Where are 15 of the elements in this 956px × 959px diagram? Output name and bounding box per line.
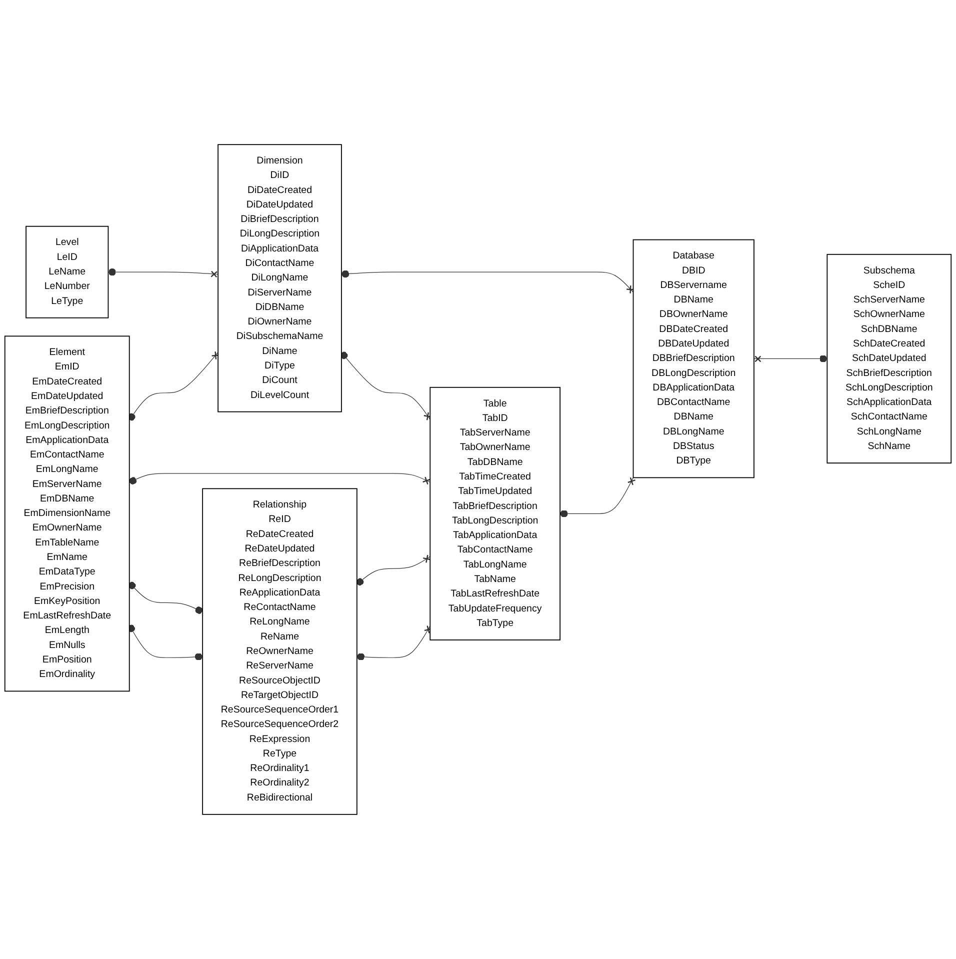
connector	[341, 270, 635, 294]
node-box: Database DBID DBServername DBName DBOwnerName DBDateCreated DBDateUpdated DBBriefDescription DBLongDescription DBApplicationData DBContactName DBName DBLongName DBStatus DBType	[632, 239, 754, 478]
node-box: Table TabID TabServerName TabOwnerName TabDBName TabTimeCreated TabTimeUpdated TabBriefDescription TabLongDescription TabApplicationData TabContactName TabLongName TabName TabLastRefreshDate TabUpdateFrequency TabType	[430, 386, 560, 640]
node-box: Level LeID LeName LeNumber LeType	[26, 226, 109, 318]
node-box: Subschema ScheID SchServerName SchOwnerName SchDBName SchDateCreated SchDateUpdated SchBriefDescription SchLongDescription SchApplicationData SchContactName SchLongName SchName	[826, 254, 952, 464]
connector	[128, 624, 203, 660]
node-box: Dimension DiID DiDateCreated DiDateUpdated DiBriefDescription DiLongDescription DiApplicationData DiContactName DiLongName DiServerName DiDBName DiOwnerName DiSubschemaName DiName DiType DiCount DiLevelCount	[218, 144, 342, 412]
node-box: Relationship ReID ReDateCreated ReDateUpdated ReBriefDescription ReLongDescription ReApplicationData ReContactName ReLongName ReName ReOwnerName ReServerName ReSourceObjectID ReTargetObjectID ReSourceSequenceOrder1 ReSourceSequenceOrder2 ReExpression ReType ReOrdinality1 ReOrdinality2 ReBidirectional	[202, 488, 358, 815]
connector	[560, 476, 636, 518]
connector	[356, 554, 432, 586]
node-box: Element EmID EmDateCreated EmDateUpdated EmBriefDescription EmLongDescription EmApplicationData EmContactName EmLongName EmServerName EmDBName EmDimensionName EmOwnerName EmTableName EmName EmDataType EmPrecision EmKeyPosition EmLastRefreshDate EmLength EmNulls EmPosition EmOrdinality	[4, 336, 130, 692]
connector	[129, 473, 431, 485]
connector	[108, 268, 218, 278]
connector	[754, 355, 828, 362]
connector	[128, 582, 203, 614]
